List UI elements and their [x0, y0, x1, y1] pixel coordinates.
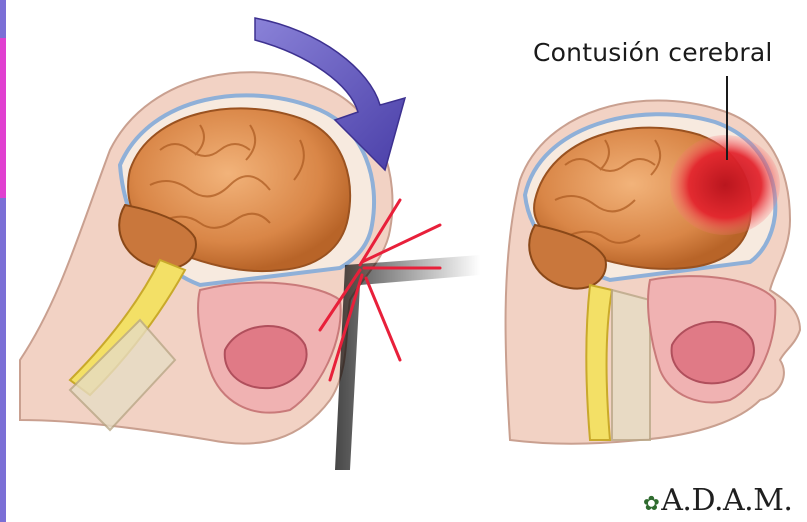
left-head [20, 72, 393, 443]
contusion-label: Contusión cerebral [533, 38, 773, 67]
adam-logo-text: A.D.A.M. [661, 483, 792, 518]
right-tongue [672, 322, 754, 384]
right-head [506, 101, 800, 444]
left-tongue [225, 326, 307, 388]
adam-logo: ✿A.D.A.M. [643, 483, 792, 518]
contusion-area [670, 135, 780, 235]
adam-leaf-icon: ✿ [643, 491, 659, 515]
right-vertebrae [612, 290, 650, 440]
